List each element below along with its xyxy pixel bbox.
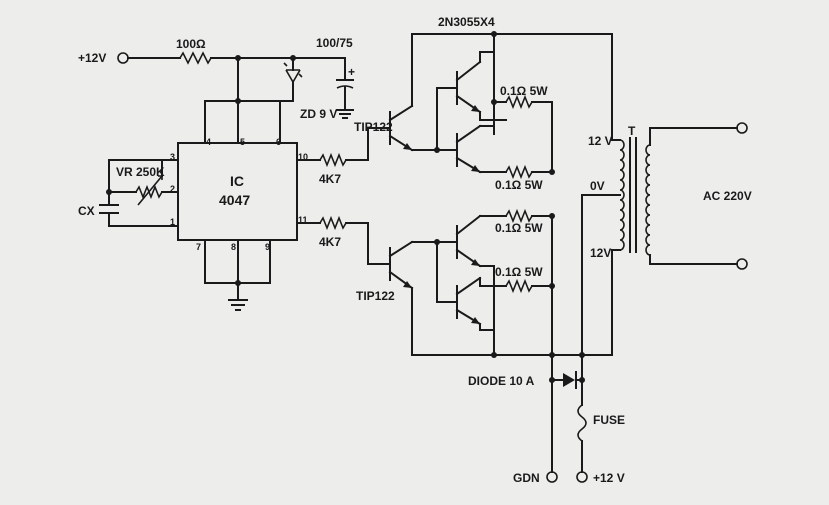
ground-symbol-ic [228, 299, 248, 311]
ic-pin-4: 4 [206, 137, 211, 147]
transistor-tip122-bottom: TIP122 [356, 240, 414, 303]
label-plus12v-bottom: +12 V [593, 471, 625, 485]
supply-input-terminal: +12V [78, 51, 129, 65]
label-ic-line1: IC [230, 173, 244, 189]
zener-diode: ZD 9 V [283, 57, 337, 121]
resistor-4k7-bottom: 4K7 [319, 215, 347, 249]
label-transistors-top: 2N3055X4 [438, 15, 495, 29]
label-diode: DIODE 10 A [468, 374, 535, 388]
resistor-emitter-4: 0.1Ω 5W [495, 265, 543, 294]
ic-pin-9: 9 [265, 242, 270, 252]
label-tap-12v-bottom: 12V [590, 246, 611, 260]
ic-pin-8: 8 [231, 242, 236, 252]
label-fuse: FUSE [593, 413, 625, 427]
label-r-4k7-top: 4K7 [319, 172, 341, 186]
label-tap-0v: 0V [590, 179, 605, 193]
label-transformer: T [628, 124, 636, 138]
transistor-2n3055-1 [455, 60, 482, 114]
ic-4047: IC 4047 4 5 6 3 2 1 10 11 7 8 9 [170, 137, 308, 252]
plus12v-bottom-terminal: +12 V [576, 471, 625, 485]
ic-pin-6: 6 [276, 137, 281, 147]
label-r-emitter-1: 0.1Ω 5W [500, 84, 548, 98]
ic-pin-5: 5 [240, 137, 245, 147]
ic-pin-1: 1 [170, 217, 175, 227]
label-r-emitter-2: 0.1Ω 5W [495, 178, 543, 192]
label-cx: CX [78, 204, 95, 218]
resistor-emitter-2: 0.1Ω 5W [495, 164, 543, 192]
ic-pin-11: 11 [298, 215, 308, 225]
label-tap-12v-top: 12 V [588, 134, 613, 148]
label-plus-sign: + [348, 65, 355, 79]
label-ic-line2: 4047 [219, 192, 250, 208]
label-r-100: 100Ω [176, 37, 206, 51]
transistor-2n3055-4 [455, 276, 482, 326]
variable-resistor-vr250k: VR 250K [116, 165, 165, 206]
transformer: T 12 V 0V 12V [588, 124, 651, 260]
resistor-emitter-3: 0.1Ω 5W [495, 208, 543, 235]
label-zener: ZD 9 V [300, 107, 337, 121]
ic-pin-3: 3 [170, 152, 175, 162]
label-plus12v-top: +12V [78, 51, 106, 65]
resistor-emitter-1: 0.1Ω 5W [500, 84, 548, 110]
ic-pin-10: 10 [298, 152, 308, 162]
transistor-2n3055-3 [455, 214, 482, 268]
capacitor-cx: CX [78, 204, 119, 218]
label-c-100-75: 100/75 [316, 36, 353, 50]
label-tip122-top: TIP122 [354, 120, 393, 134]
label-r-emitter-4: 0.1Ω 5W [495, 265, 543, 279]
label-r-4k7-bottom: 4K7 [319, 235, 341, 249]
ic-pin-7: 7 [196, 242, 201, 252]
transistor-tip122-top: TIP122 [354, 104, 414, 152]
diode-10a: DIODE 10 A [468, 371, 577, 389]
label-vr: VR 250K [116, 165, 165, 179]
label-tip122-bottom: TIP122 [356, 289, 395, 303]
label-gnd: GDN [513, 471, 540, 485]
capacitor-100-75: 100/75 + [316, 36, 355, 119]
transistor-2n3055-2 [455, 124, 482, 174]
resistor-4k7-top: 4K7 [319, 152, 347, 186]
ic-pin-2: 2 [170, 184, 175, 194]
gnd-terminal: GDN [513, 471, 558, 485]
fuse: FUSE [577, 404, 625, 442]
label-r-emitter-3: 0.1Ω 5W [495, 221, 543, 235]
resistor-100: 100Ω [176, 37, 212, 65]
label-ac-out: AC 220V [703, 189, 752, 203]
ac-output-terminals: AC 220V [703, 122, 752, 270]
